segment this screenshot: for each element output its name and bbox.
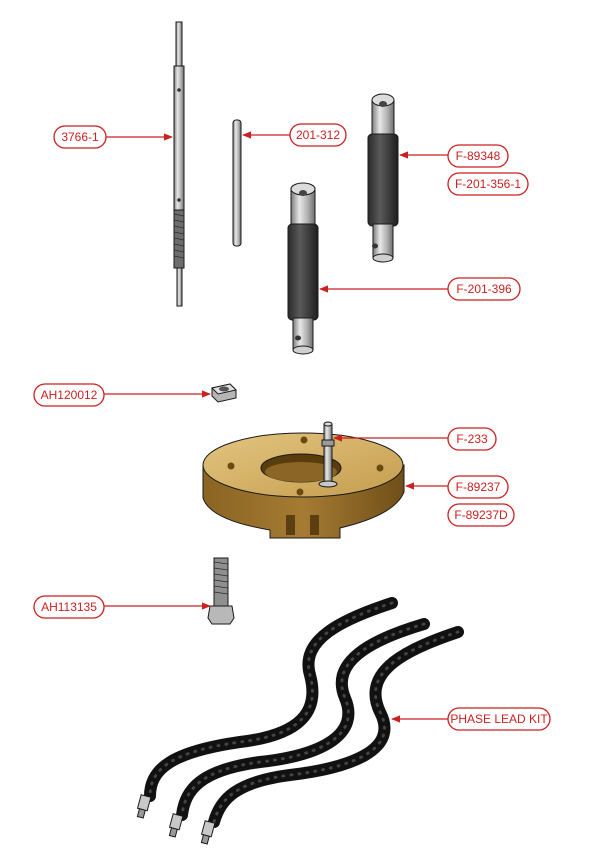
callout-201-312: 201-312 <box>242 123 347 147</box>
callout-F-89348: F-89348 <box>399 144 509 168</box>
callout-F-233: F-233 <box>333 427 497 451</box>
cable-terminals <box>136 794 216 845</box>
callout-F-201-396-label: F-201-396 <box>456 282 512 296</box>
hex-nut-part <box>211 383 237 403</box>
callout-AH120012: AH120012 <box>33 383 211 407</box>
callout-F-201-356-1: F-201-356-1 <box>447 172 529 196</box>
thin-pin-part <box>232 119 242 247</box>
callout-201-312-label: 201-312 <box>296 128 340 142</box>
callout-phase-lead-kit-label: PHASE LEAD KIT <box>450 712 548 726</box>
callout-3766-1: 3766-1 <box>53 125 173 149</box>
callout-F-89237-label: F-89237 <box>456 480 501 494</box>
phase-lead-cables-part <box>144 597 464 828</box>
threaded-rod-part <box>173 21 185 307</box>
adaptor-plate-part <box>202 432 405 539</box>
callout-AH113135-label: AH113135 <box>41 600 97 614</box>
locating-pin-part <box>318 421 338 488</box>
sleeved-pin-upper-part <box>367 93 399 263</box>
callout-F-89237D-label: F-89237D <box>454 508 508 522</box>
callout-F-89237D: F-89237D <box>447 503 515 527</box>
sleeved-pin-lower-part <box>287 182 319 355</box>
callout-AH120012-label: AH120012 <box>41 388 98 402</box>
callout-F-233-label: F-233 <box>456 432 488 446</box>
callout-AH113135: AH113135 <box>33 595 211 619</box>
callout-F-201-396: F-201-396 <box>319 277 521 301</box>
hex-bolt-part <box>207 557 235 625</box>
callout-F-89348-label: F-89348 <box>456 149 501 163</box>
callout-3766-1-label: 3766-1 <box>61 130 99 144</box>
callout-F-201-356-1-label: F-201-356-1 <box>455 177 521 191</box>
callout-F-89237: F-89237 <box>405 475 509 499</box>
callout-phase-lead-kit: PHASE LEAD KIT <box>391 707 551 731</box>
